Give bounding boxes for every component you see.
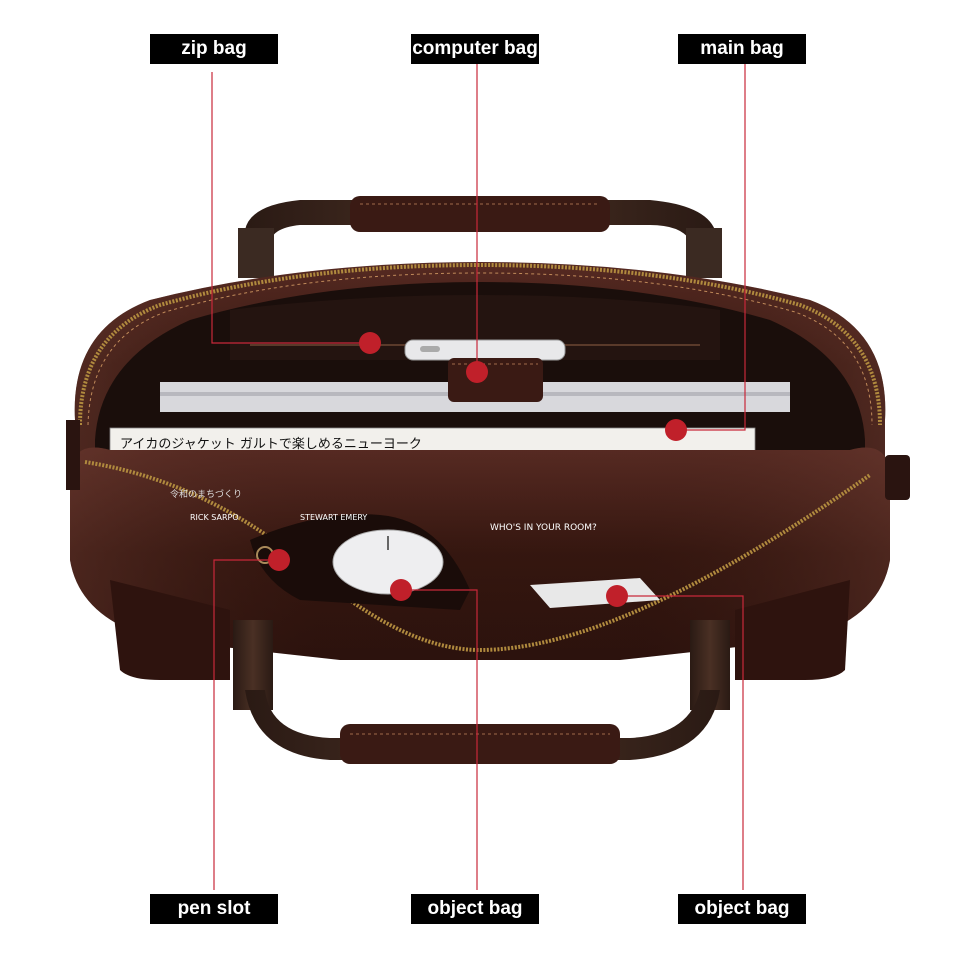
marker-dot-pen-slot: [268, 549, 290, 571]
book-spine-text: アイカのジャケット ガルトで楽しめるニューヨーク: [120, 436, 422, 452]
book-spine-text: STEWART EMERY: [300, 513, 367, 522]
label-object-bag-center: object bag: [411, 894, 539, 924]
back-handle: [238, 196, 722, 278]
annotation-leaders: [211, 62, 746, 890]
label-main-bag: main bag: [678, 34, 806, 64]
marker-dot-computer-bag: [466, 361, 488, 383]
label-object-bag-right: object bag: [678, 894, 806, 924]
bag-front-panel: [70, 447, 890, 660]
book-spine-text: RICK SARPO: [190, 513, 239, 522]
book-spine-text: WHO'S IN YOUR ROOM?: [490, 523, 597, 533]
label-pen-slot: pen slot: [150, 894, 278, 924]
marker-dot-zip-bag: [359, 332, 381, 354]
marker-dot-main-bag: [665, 419, 687, 441]
marker-dot-object-bag-center: [390, 579, 412, 601]
marker-dot-object-bag-right: [606, 585, 628, 607]
book-spine-text: 令和のまちづくり: [170, 488, 242, 500]
label-computer-bag: computer bag: [411, 34, 539, 64]
bag-sides: [66, 420, 910, 680]
front-handle: [233, 620, 730, 764]
label-zip-bag: zip bag: [150, 34, 278, 64]
